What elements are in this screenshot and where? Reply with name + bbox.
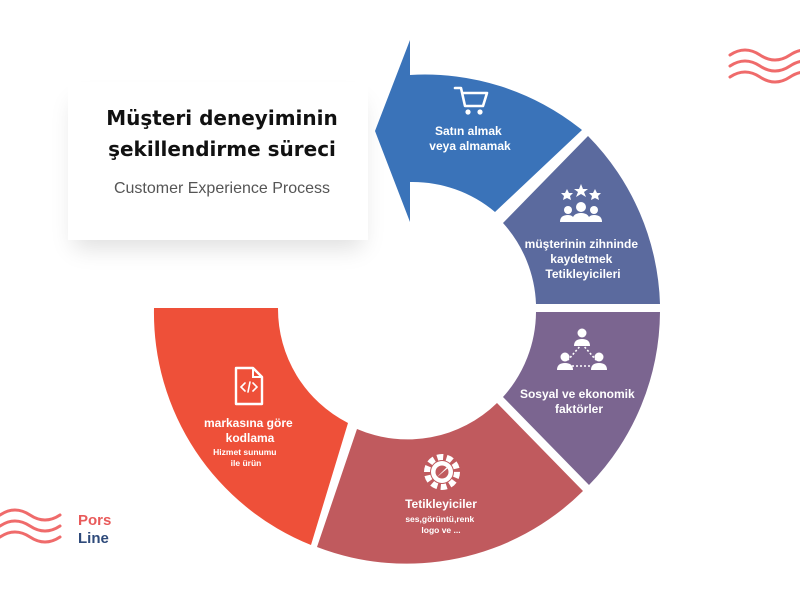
segment-triggers-sublabel: ses,görüntü,renk logo ve ... [405, 514, 476, 535]
gear-wrench-icon [424, 454, 460, 490]
code-file-icon [234, 366, 264, 406]
title-card [68, 82, 368, 240]
logo-line-2: Line [78, 530, 109, 547]
segment-buy-label: Satın almak veya almamak [429, 124, 511, 153]
brand-logo: Pors Line [78, 512, 111, 548]
title-line-2: şekillendirme süreci [108, 137, 336, 161]
bottom-left-wave-icon [0, 508, 62, 544]
top-right-wave-icon [728, 48, 800, 84]
title-line-1: Müşteri deneyiminin [106, 106, 338, 130]
segment-social-economic [503, 312, 660, 485]
shopping-cart-icon [453, 86, 489, 115]
rating-stars-people-icon [560, 184, 602, 222]
logo-line-1: Pors [78, 512, 112, 529]
people-network-icon [557, 328, 607, 370]
segment-social-economic-label: Sosyal ve ekonomik faktörler [520, 387, 638, 416]
segment-brand-coding-label: markasına göre kodlama [204, 416, 296, 445]
segment-brand-coding-sublabel: Hizmet sunumu ile ürün [213, 447, 279, 468]
page-subtitle: Customer Experience Process [113, 180, 331, 197]
page-title: Müşteri deneyiminin şekillendirme süreci [72, 103, 372, 165]
segment-register-triggers-label: müşterinin zihninde kaydetmek Tetikleyic… [525, 237, 642, 281]
segment-buy [375, 40, 582, 222]
segment-brand-coding [153, 308, 348, 545]
segment-triggers-label: Tetikleyiciler [405, 497, 477, 511]
